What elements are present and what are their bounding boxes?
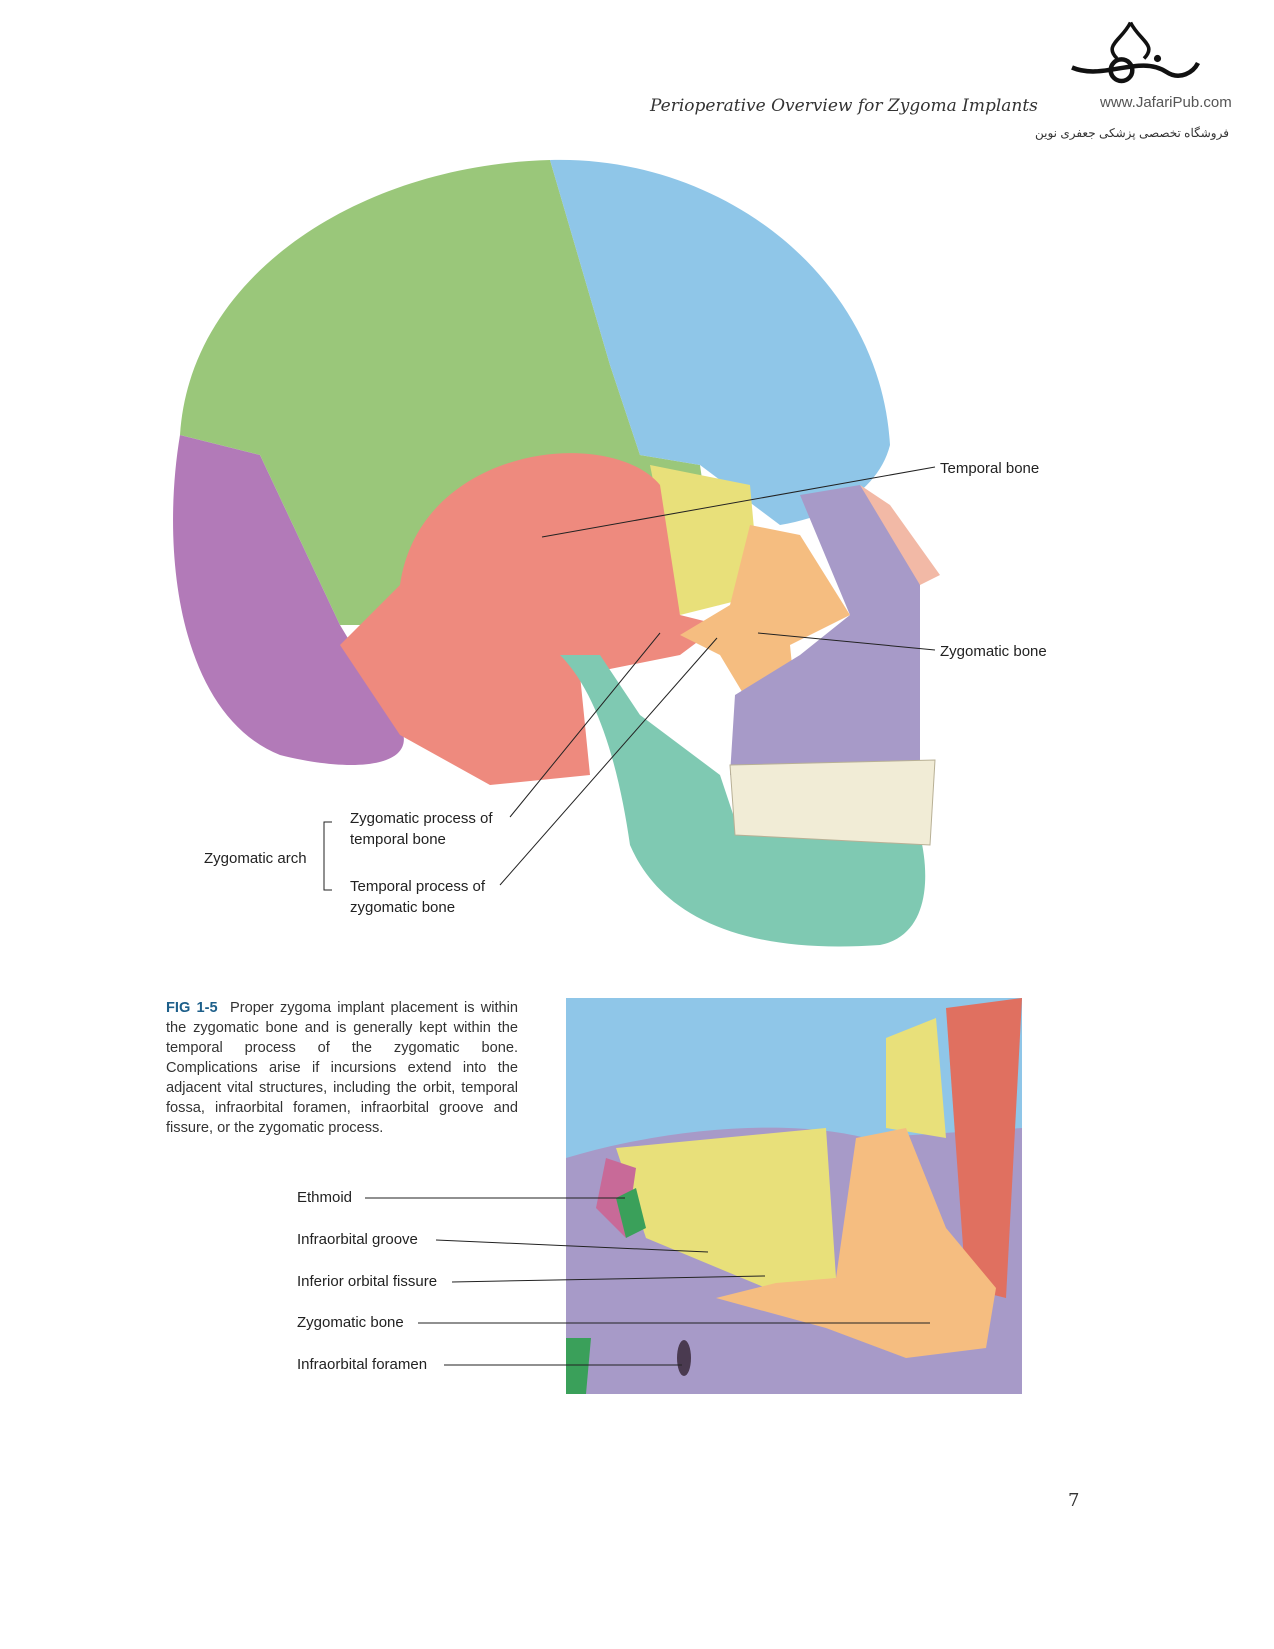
label-zp-temporal-line1: Zygomatic process of [350,810,493,827]
label-tp-zygomatic-line2: zygomatic bone [350,899,456,916]
label-tp-zygomatic-line1: Temporal process of [350,878,486,895]
page-number: 7 [1068,1490,1080,1511]
label-tp-zygomatic: Temporal process of zygomatic bone [350,876,485,918]
watermark-url: www.JafariPub.com [1100,94,1232,111]
zygomatic-bone [680,525,850,705]
label-temporal-bone: Temporal bone [940,460,1040,477]
occipital-bone [173,435,404,765]
figure-caption: FIG 1-5 Proper zygoma implant placement … [166,998,518,1138]
temporal-bone [340,453,720,785]
mandible [560,655,926,947]
caption-text: Proper zygoma implant placement is withi… [166,1000,519,1136]
skull-lateral-illustration [173,159,940,947]
label-infraorbital-foramen: Infraorbital foramen [297,1356,428,1373]
label-zp-temporal-line2: temporal bone [350,831,446,848]
running-header: Perioperative Overview for Zygoma Implan… [650,96,1038,116]
frontal-bone [550,159,890,525]
label-zygomatic-arch: Zygomatic arch [204,850,307,867]
watermark-persian: فروشگاه تخصصی پزشکی جعفری نوین [1035,126,1229,140]
label-zp-temporal: Zygomatic process of temporal bone [350,808,493,850]
teeth [729,759,936,846]
label-zygomatic-bone: Zygomatic bone [940,643,1047,660]
nasal-bone [860,485,940,585]
sphenoid-bone [650,465,760,615]
label-infraorbital-groove: Infraorbital groove [297,1231,418,1248]
maxilla [730,485,920,775]
publisher-logo [1071,21,1201,84]
orbit-closeup-illustration [566,998,1022,1394]
figure-number: FIG 1-5 [166,1000,218,1016]
label-inferior-orbital-fissure: Inferior orbital fissure [297,1273,438,1290]
label-zygomatic-bone-closeup: Zygomatic bone [297,1314,404,1331]
label-ethmoid: Ethmoid [297,1189,353,1206]
